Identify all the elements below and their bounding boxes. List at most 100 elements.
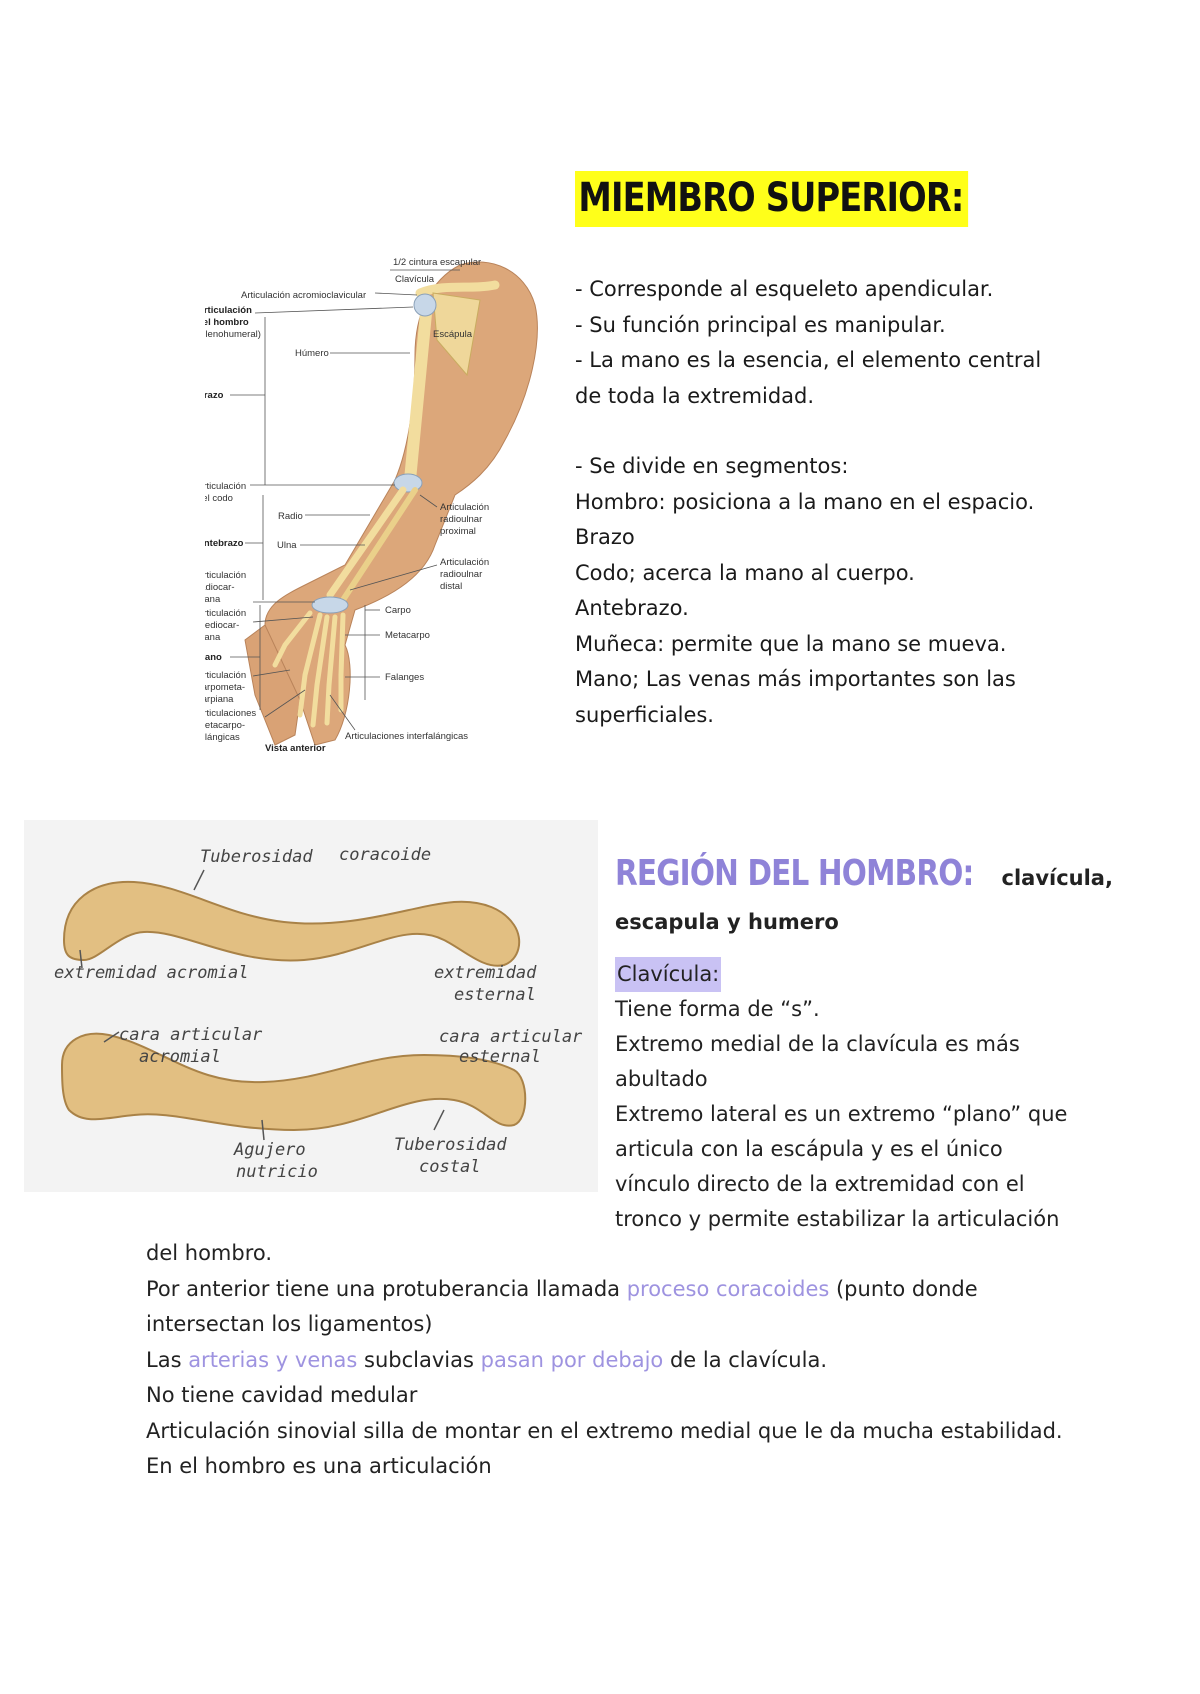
clavicle-bottom [60, 1032, 527, 1132]
label-antebrazo: Antebrazo [205, 538, 244, 549]
label-mano: Mano [205, 652, 222, 663]
label-ext-esternal-1: extremidad [434, 963, 537, 983]
label-mc-2: mediocar- [205, 620, 239, 631]
label-cintura: 1/2 cintura escapular [393, 257, 481, 268]
label-rup-3: proximal [440, 526, 476, 537]
label-cara-acromial-1: cara articular [119, 1025, 263, 1045]
bullet-line: - Corresponde al esqueleto apendicular. [575, 277, 994, 301]
label-ext-acromial: extremidad acromial [54, 963, 248, 983]
bullet-line: - La mano es la esencia, el elemento cen… [575, 348, 1042, 372]
bullet-segments: - Se divide en segmentos: [575, 454, 849, 478]
label-shoulder-joint-1: Articulación [205, 305, 252, 316]
label-cm-2: carpometa- [205, 682, 245, 693]
section3-body: del hombro. Por anterior tiene una protu… [146, 1236, 1106, 1485]
segment-line: Hombro: posiciona a la mano en el espaci… [575, 489, 1035, 514]
bullet-line: - Su función principal es manipular. [575, 312, 946, 337]
label-falanges: Falanges [385, 672, 424, 683]
section2-body: Clavícula: Tiene forma de “s”. Extremo m… [615, 957, 1085, 1237]
section1-title: MIEMBRO SUPERIOR: [575, 171, 969, 227]
clavicle-top [62, 880, 521, 967]
label-agujero-1: Agujero [233, 1140, 306, 1160]
ulna-bone [340, 487, 418, 603]
bullet-line: de toda la extremidad. [575, 383, 815, 408]
label-cara-acromial-2: acromial [139, 1047, 221, 1067]
label-mf-2: metacarpo- [205, 720, 245, 731]
label-metacarpo: Metacarpo [385, 630, 430, 641]
label-radio: Radio [278, 511, 303, 522]
text-span: subclavias [357, 1347, 481, 1372]
wrist-joint [311, 596, 349, 614]
section2-title-wrap: REGIÓN DEL HOMBRO: clavícula, [615, 853, 1115, 894]
label-acromioclavicular: Articulación acromioclavicular [241, 290, 366, 301]
label-escapula: Escápula [433, 329, 473, 340]
label-clavicula: Clavícula [395, 274, 435, 285]
clavicula-label: Clavícula: [615, 957, 722, 992]
clavicle-figure: Tuberosidad coracoide extremidad acromia… [24, 820, 598, 1192]
text-span: de la clavícula. [663, 1347, 827, 1372]
label-ext-esternal-2: esternal [454, 985, 536, 1005]
label-tub-costal-1: Tuberosidad [394, 1135, 507, 1155]
arm-skeleton-illustration: 1/2 cintura escapular Clavícula Articula… [205, 257, 538, 754]
body-line: En el hombro es una articulación [146, 1454, 492, 1478]
scapula-bone [432, 292, 481, 377]
label-tuberosidad: Tuberosidad [200, 847, 313, 867]
label-rud-1: Articulación [440, 557, 489, 568]
label-shoulder-joint-2: del hombro [205, 317, 249, 328]
label-rc-1: Articulación [205, 570, 246, 581]
text-span: Por anterior tiene una protuberancia lla… [146, 1276, 627, 1301]
text-span: Las [146, 1347, 189, 1372]
body-line: Extremo medial de la clavícula es más [615, 1032, 1020, 1056]
body-line: Tiene forma de “s”. [615, 997, 820, 1021]
humerus-bone [404, 297, 433, 486]
body-line: tronco y permite estabilizar la articula… [615, 1207, 1060, 1231]
label-ulna: Ulna [277, 540, 297, 551]
label-interfalangicas: Articulaciones interfalángicas [345, 731, 468, 742]
body-line: Extremo lateral es un extremo “plano” qu… [615, 1102, 1068, 1126]
label-carpo: Carpo [385, 605, 411, 616]
body-line: Articulación sinovial silla de montar en… [146, 1418, 1063, 1443]
label-humero: Húmero [295, 348, 329, 359]
highlight-proceso-coracoides: proceso coracoides [626, 1276, 830, 1301]
label-cm-1: Articulación [205, 670, 246, 681]
label-rc-3: piana [205, 594, 221, 605]
label-cara-esternal-2: esternal [459, 1047, 541, 1067]
segment-line: Muñeca: permite que la mano se mueva. [575, 631, 1007, 656]
label-codo-2: del codo [205, 493, 233, 504]
body-line-arterias: Las arterias y venas subclavias pasan po… [146, 1343, 1106, 1379]
section1-title-wrap: MIEMBRO SUPERIOR: [575, 171, 1043, 227]
label-brazo: Brazo [205, 390, 224, 401]
radius-bone [326, 486, 407, 599]
segment-line: Codo; acerca la mano al cuerpo. [575, 560, 915, 585]
body-line: abultado [615, 1067, 708, 1091]
clavicle-illustration: Tuberosidad coracoide extremidad acromia… [54, 845, 583, 1182]
arm-skeleton-figure: 1/2 cintura escapular Clavícula Articula… [205, 245, 550, 800]
section1-body: - Corresponde al esqueleto apendicular. … [575, 272, 1075, 733]
highlight-arterias-venas: arterias y venas [188, 1347, 358, 1372]
section2-title: REGIÓN DEL HOMBRO: [615, 853, 974, 894]
segment-line: Mano; Las venas más importantes son las [575, 667, 1016, 691]
segment-line: Brazo [575, 525, 635, 549]
label-mc-1: Articulación [205, 608, 246, 619]
body-line: articula con la escápula y es el único [615, 1137, 1003, 1161]
label-rc-2: radiocar- [205, 582, 235, 593]
label-rud-3: distal [440, 581, 462, 592]
text-span: (punto donde [829, 1276, 978, 1301]
segment-line: Antebrazo. [575, 596, 689, 620]
label-tub-costal-2: costal [419, 1157, 480, 1177]
body-line: intersectan los ligamentos) [146, 1312, 433, 1336]
label-mc-3: piana [205, 632, 221, 643]
label-rup-1: Articulación [440, 502, 489, 513]
label-rup-2: radioulnar [440, 514, 482, 525]
label-codo-1: Articulación [205, 481, 246, 492]
section2-title-line2: escapula y humero [615, 910, 839, 934]
label-rud-2: radioulnar [440, 569, 482, 580]
label-shoulder-joint-3: (glenohumeral) [205, 329, 261, 340]
highlight-pasan-debajo: pasan por debajo [480, 1347, 664, 1372]
body-line: vínculo directo de la extremidad con el [615, 1172, 1025, 1196]
label-cm-3: carpiana [205, 694, 234, 705]
body-line: del hombro. [146, 1241, 273, 1265]
section2-title-rest: clavícula, [994, 866, 1113, 890]
body-line: No tiene cavidad medular [146, 1383, 418, 1407]
finger-bones [272, 610, 346, 728]
label-mf-3: falángicas [205, 732, 240, 743]
